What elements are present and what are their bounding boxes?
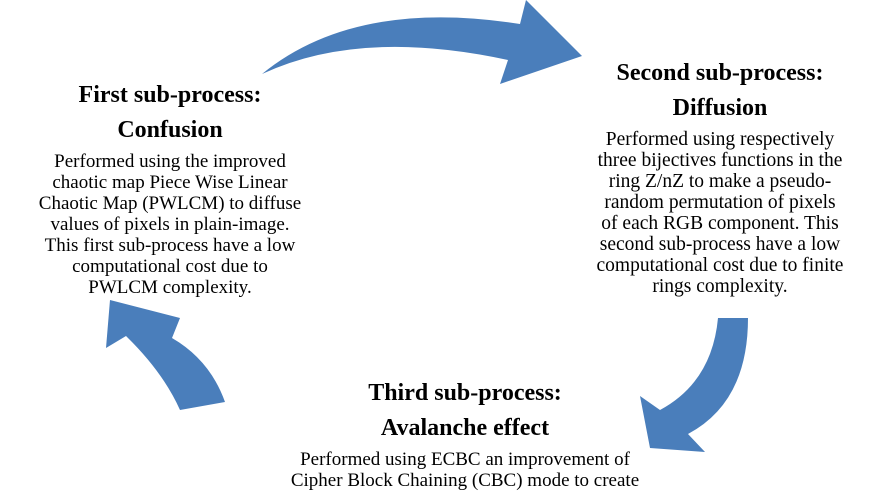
first-sub-process-title: First sub-process: (78, 82, 262, 108)
second-description-line: Performed using respectively (605, 129, 835, 150)
first-description-line: values of pixels in plain-image. (50, 214, 290, 235)
second-description-line: ring Z/nZ to make a pseudo- (608, 171, 832, 192)
third-sub-process-block: Third sub-process: Avalanche effect Perf… (235, 378, 695, 491)
first-description-line: computational cost due to (72, 256, 268, 277)
second-description-line: second sub-process have a low (599, 234, 841, 255)
third-sub-process-subtitle: Avalanche effect (380, 415, 550, 441)
curved-arrow-first-to-second (262, 0, 582, 84)
second-description-line: computational cost due to finite (596, 255, 844, 276)
second-description-line: random permutation of pixels (604, 192, 836, 213)
third-description-line: Performed using ECBC an improvement of (300, 449, 630, 470)
curved-arrow-second-to-third (640, 318, 748, 452)
first-sub-process-subtitle: Confusion (117, 117, 223, 143)
first-description-line: This first sub-process have a low (44, 235, 296, 256)
second-sub-process-title: Second sub-process: (616, 60, 824, 86)
second-description-line: rings complexity. (652, 276, 788, 297)
first-sub-process-description: Performed using the improved chaotic map… (20, 151, 320, 298)
first-description-line: Chaotic Map (PWLCM) to diffuse (38, 193, 302, 214)
curved-arrow-third-to-first (106, 300, 225, 410)
second-sub-process-subtitle: Diffusion (672, 95, 768, 121)
first-sub-process-block: First sub-process: Confusion Performed u… (20, 80, 320, 298)
third-description-line: Cipher Block Chaining (CBC) mode to crea… (290, 470, 640, 491)
first-description-line: chaotic map Piece Wise Linear (52, 172, 288, 193)
first-description-line: PWLCM complexity. (88, 277, 252, 298)
third-sub-process-description: Performed using ECBC an improvement of C… (235, 449, 695, 491)
second-sub-process-block: Second sub-process: Diffusion Performed … (575, 58, 865, 297)
second-description-line: three bijectives functions in the (597, 150, 843, 171)
second-sub-process-description: Performed using respectively three bijec… (575, 129, 865, 297)
second-description-line: of each RGB component. This (601, 213, 839, 234)
third-sub-process-title: Third sub-process: (368, 380, 562, 406)
first-description-line: Performed using the improved (54, 151, 286, 172)
